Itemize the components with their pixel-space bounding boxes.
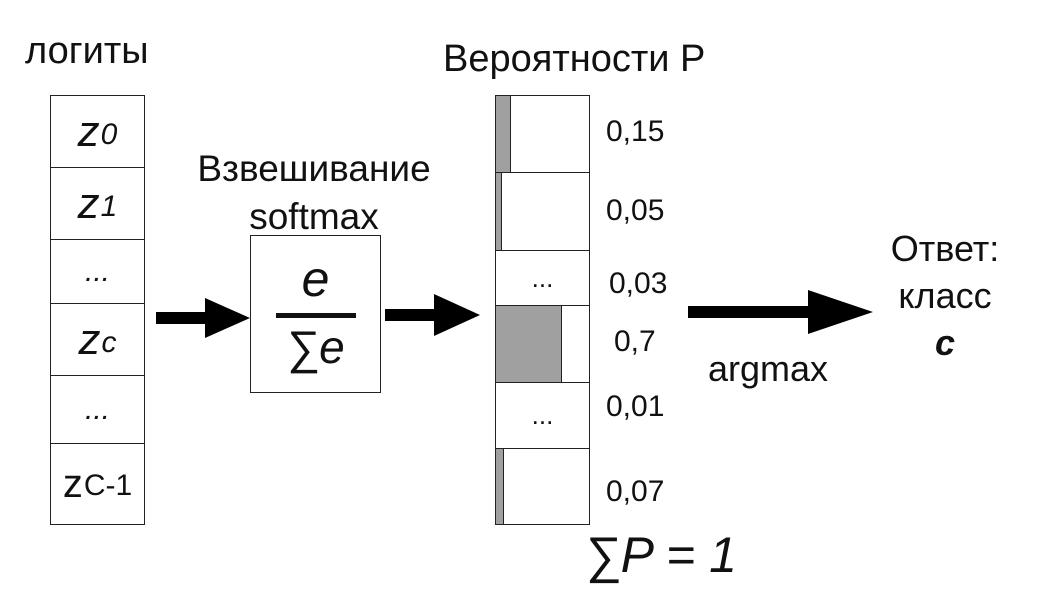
prob-cell (495, 448, 590, 525)
logit-subscript: 0 (100, 117, 118, 151)
fraction-bar (276, 313, 356, 318)
logit-symbol: z (78, 314, 101, 364)
prob-value: 0,03 (609, 267, 668, 300)
answer-block: Ответ: класс c (870, 226, 1020, 366)
logit-subscript: 1 (100, 189, 118, 223)
prob-cell: ... (495, 250, 590, 306)
logit-cell: ... (50, 375, 145, 444)
logit-symbol: z (77, 106, 100, 156)
prob-cell (495, 305, 590, 383)
prob-bar (496, 306, 563, 382)
logit-subscript: c (101, 325, 117, 359)
prob-value: 0,7 (614, 325, 656, 358)
prob-value: 0,15 (606, 115, 665, 148)
answer-class: c (934, 321, 956, 363)
softmax-label-line2: softmax (249, 196, 379, 238)
arrow-softmax-to-probabilities (385, 294, 480, 336)
arrow-argmax (688, 290, 873, 334)
logit-cell: ... (50, 239, 145, 304)
prob-bar (496, 449, 504, 524)
softmax-denominator: ∑e (286, 321, 345, 373)
softmax-label: Взвешивание softmax (178, 145, 450, 241)
prob-cell: ... (495, 382, 590, 449)
sum-label: ∑P = 1 (585, 527, 737, 583)
prob-cell (495, 95, 590, 173)
logit-subscript: C-1 (83, 469, 133, 502)
softmax-label-line1: Взвешивание (197, 148, 431, 189)
probabilities-column: ... ... (495, 95, 590, 525)
prob-bar (496, 96, 511, 172)
prob-cell (495, 172, 590, 251)
softmax-box: e ∑e (250, 235, 381, 393)
prob-value: 0,07 (606, 475, 665, 508)
argmax-label: argmax (708, 348, 829, 389)
logit-symbol: z (62, 461, 83, 506)
prob-value: 0,05 (606, 194, 665, 227)
logit-ellipsis: ... (84, 254, 110, 288)
softmax-numerator: e (301, 251, 330, 307)
answer-line2: класс (898, 274, 992, 316)
logit-symbol: z (77, 178, 100, 228)
prob-bar (496, 173, 502, 250)
logits-title: логиты (25, 30, 149, 72)
answer-line1: Ответ: (890, 228, 1000, 269)
probabilities-title: Вероятности P (443, 38, 706, 80)
logit-ellipsis: ... (84, 392, 110, 426)
prob-ellipsis: ... (531, 400, 554, 430)
arrow-logits-to-softmax (156, 298, 250, 338)
prob-ellipsis: ... (531, 262, 554, 293)
prob-value: 0,01 (606, 390, 665, 423)
